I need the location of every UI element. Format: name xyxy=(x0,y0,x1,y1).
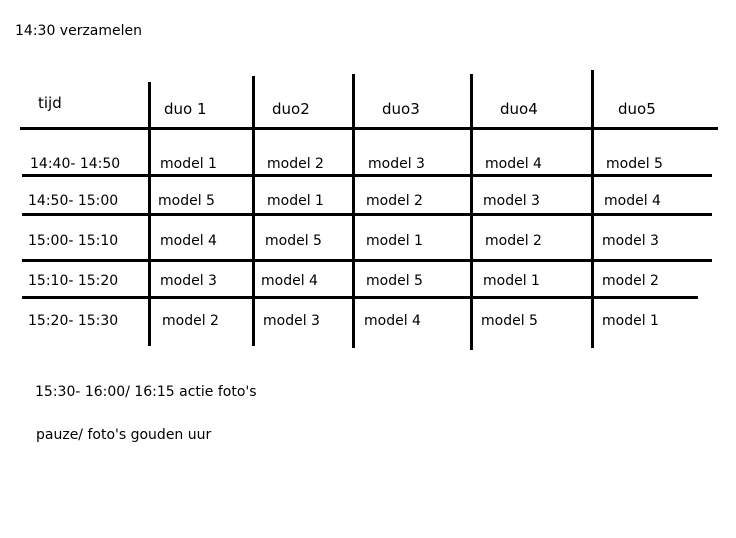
header-tijd: tijd xyxy=(38,94,62,112)
footer-line-2: pauze/ foto's gouden uur xyxy=(36,427,212,443)
cell-duo-4: model 2 xyxy=(485,233,542,249)
header-duo-1: duo 1 xyxy=(164,100,207,118)
grid-line-horizontal xyxy=(22,174,712,177)
grid-line-horizontal xyxy=(22,296,698,299)
cell-duo-4: model 5 xyxy=(481,313,538,329)
header-duo-4: duo4 xyxy=(500,100,538,118)
intro-text: 14:30 verzamelen xyxy=(15,23,143,39)
header-duo-5: duo5 xyxy=(618,100,656,118)
grid-line-horizontal xyxy=(20,127,718,130)
cell-duo-2: model 4 xyxy=(261,273,318,289)
cell-duo-4: model 1 xyxy=(483,273,540,289)
cell-duo-5: model 3 xyxy=(602,233,659,249)
grid-line-vertical xyxy=(591,70,594,348)
cell-duo-3: model 2 xyxy=(366,193,423,209)
cell-duo-2: model 2 xyxy=(267,156,324,172)
footer-line-1: 15:30- 16:00/ 16:15 actie foto's xyxy=(35,384,257,400)
cell-duo-2: model 5 xyxy=(265,233,322,249)
grid-line-horizontal xyxy=(22,213,712,216)
grid-line-horizontal xyxy=(22,259,712,262)
grid-line-vertical xyxy=(252,76,255,346)
header-duo-3: duo3 xyxy=(382,100,420,118)
cell-duo-3: model 4 xyxy=(364,313,421,329)
cell-duo-1: model 2 xyxy=(162,313,219,329)
cell-duo-1: model 4 xyxy=(160,233,217,249)
cell-duo-5: model 5 xyxy=(606,156,663,172)
cell-time: 14:50- 15:00 xyxy=(28,193,119,209)
cell-duo-1: model 3 xyxy=(160,273,217,289)
cell-duo-5: model 2 xyxy=(602,273,659,289)
cell-time: 14:40- 14:50 xyxy=(30,156,121,172)
cell-duo-3: model 3 xyxy=(368,156,425,172)
cell-duo-1: model 1 xyxy=(160,156,217,172)
cell-duo-3: model 5 xyxy=(366,273,423,289)
grid-line-vertical xyxy=(470,74,473,350)
cell-duo-2: model 1 xyxy=(267,193,324,209)
cell-time: 15:20- 15:30 xyxy=(28,313,119,329)
cell-duo-5: model 4 xyxy=(604,193,661,209)
cell-time: 15:10- 15:20 xyxy=(28,273,119,289)
cell-duo-2: model 3 xyxy=(263,313,320,329)
cell-duo-4: model 4 xyxy=(485,156,542,172)
cell-duo-3: model 1 xyxy=(366,233,423,249)
cell-duo-5: model 1 xyxy=(602,313,659,329)
cell-duo-1: model 5 xyxy=(158,193,215,209)
header-duo-2: duo2 xyxy=(272,100,310,118)
cell-time: 15:00- 15:10 xyxy=(28,233,119,249)
grid-line-vertical xyxy=(352,74,355,348)
cell-duo-4: model 3 xyxy=(483,193,540,209)
